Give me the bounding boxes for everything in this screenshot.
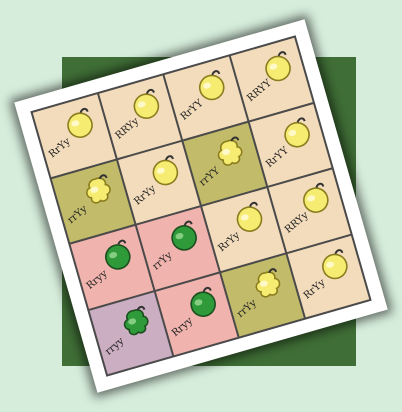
genotype-label: RRYy [282,210,310,236]
genotype-label: rrYy [66,203,90,225]
genotype-label: RrYY [263,145,290,170]
genotype-label: RRYY [245,78,273,104]
genotype-label: Rryy [169,315,194,339]
genotype-label: rrYy [235,297,259,319]
genotype-label: RrYy [132,183,158,207]
genotype-label: rrYy [150,250,174,272]
genotype-label: RrYY [179,98,206,123]
genotype-label: rrYY [197,165,222,188]
genotype-label: RRYy [113,116,141,142]
genotype-label: RrYy [301,277,327,301]
